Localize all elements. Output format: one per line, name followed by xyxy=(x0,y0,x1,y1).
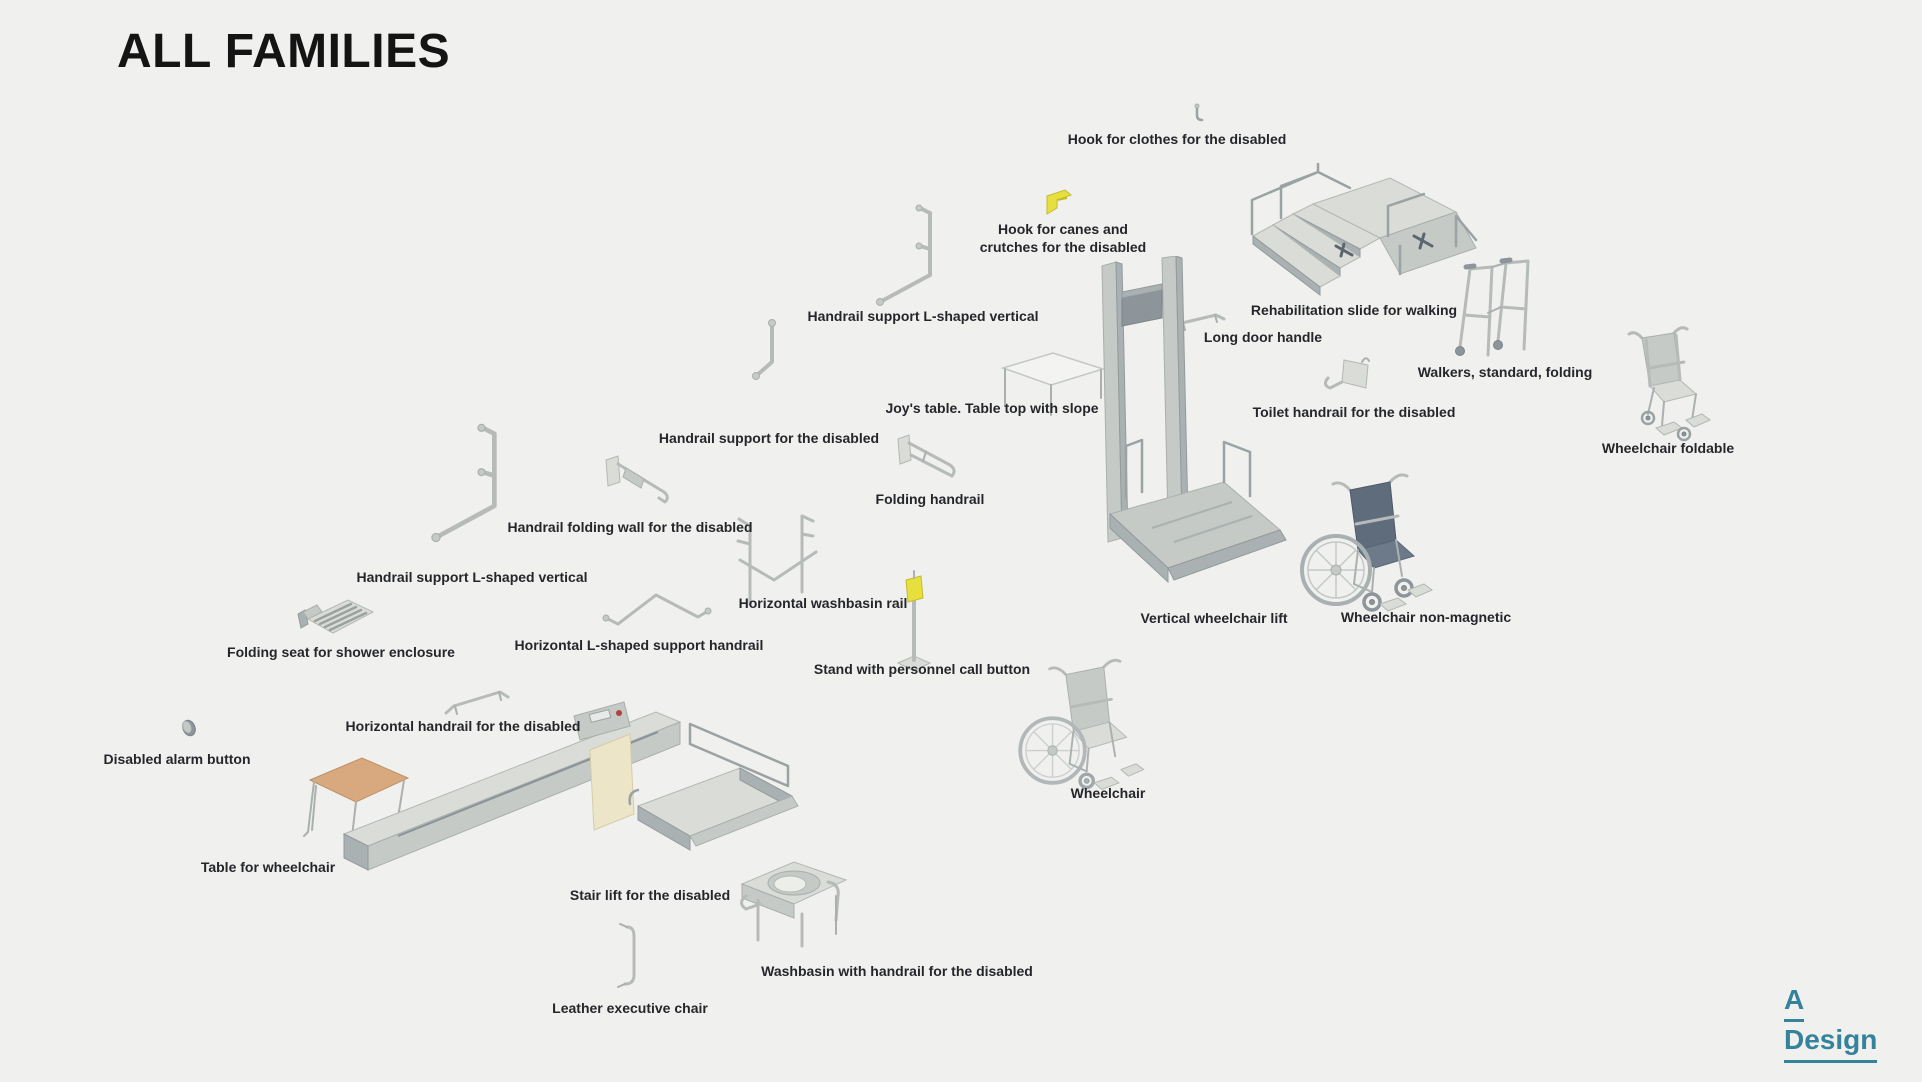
folding-seat-shower-render xyxy=(297,599,375,634)
hook-for-canes-render xyxy=(1046,189,1072,215)
leather-executive-chair-render xyxy=(617,923,636,988)
item-label-walkers: Walkers, standard, folding xyxy=(1417,364,1593,380)
item-label-handrail-l-upper: Handrail support L-shaped vertical xyxy=(807,308,1039,324)
handrail-folding-wall-render xyxy=(605,455,669,504)
item-label-hook-for-clothes: Hook for clothes for the disabled xyxy=(1067,131,1287,147)
item-label-stand-call-button: Stand with personnel call button xyxy=(813,661,1031,677)
item-label-folding-handrail: Folding handrail xyxy=(875,491,985,507)
handrail-support-disabled-render xyxy=(752,319,776,380)
horizontal-washbasin-rail-render xyxy=(736,514,818,606)
vertical-wheelchair-lift-render xyxy=(1101,256,1287,584)
item-label-table-for-wheelchair: Table for wheelchair xyxy=(200,859,336,875)
item-label-wheelchair-non-magnetic: Wheelchair non-magnetic xyxy=(1340,609,1512,625)
walkers-render xyxy=(1455,257,1530,357)
item-label-horizontal-l-shaped: Horizontal L-shaped support handrail xyxy=(514,637,764,653)
item-label-wheelchair-foldable: Wheelchair foldable xyxy=(1601,440,1735,456)
item-label-alarm-button: Disabled alarm button xyxy=(103,751,251,767)
item-label-handrail-support: Handrail support for the disabled xyxy=(658,430,880,446)
item-label-leather-chair: Leather executive chair xyxy=(552,1000,708,1016)
brand-logo-link[interactable]: A Design xyxy=(1784,982,1878,1063)
folding-handrail-render xyxy=(897,434,956,478)
handrail-l-shaped-vertical-lower-render xyxy=(431,423,497,543)
toilet-handrail-render xyxy=(1323,357,1370,390)
wheelchair-foldable-render xyxy=(1627,326,1711,442)
brand-logo-line1: A xyxy=(1784,982,1805,1023)
item-label-handrail-folding-wall: Handrail folding wall for the disabled xyxy=(507,519,753,535)
item-label-vertical-lift: Vertical wheelchair lift xyxy=(1140,610,1288,626)
handrail-l-shaped-vertical-upper-render xyxy=(876,204,932,306)
item-label-horizontal-handrail: Horizontal handrail for the disabled xyxy=(345,718,581,734)
wheelchair-non-magnetic-render xyxy=(1300,473,1433,612)
item-label-hook-for-canes: Hook for canes and crutches for the disa… xyxy=(979,221,1147,255)
item-label-rehabilitation-slide: Rehabilitation slide for walking xyxy=(1250,302,1458,318)
stair-lift-render xyxy=(342,701,799,871)
horizontal-handrail-render xyxy=(444,690,510,715)
table-for-wheelchair-render xyxy=(303,757,410,859)
item-label-joys-table: Joy's table. Table top with slope xyxy=(885,400,1099,416)
washbasin-with-handrail-render xyxy=(740,861,848,948)
item-label-toilet-handrail: Toilet handrail for the disabled xyxy=(1252,404,1456,420)
horizontal-l-shaped-handrail-render xyxy=(602,593,712,626)
rehabilitation-slide-render xyxy=(1250,162,1478,297)
stand-call-button-render xyxy=(896,570,932,672)
item-label-stair-lift: Stair lift for the disabled xyxy=(569,887,731,903)
item-label-washbasin-rail: Horizontal washbasin rail xyxy=(738,595,908,611)
hook-for-clothes-render xyxy=(1194,103,1204,122)
page-title: ALL FAMILIES xyxy=(117,25,451,78)
item-label-washbasin: Washbasin with handrail for the disabled xyxy=(761,963,1033,979)
wheelchair-render xyxy=(1018,658,1145,791)
item-label-long-door-handle: Long door handle xyxy=(1203,329,1323,345)
item-label-handrail-l-lower: Handrail support L-shaped vertical xyxy=(356,569,588,585)
joys-table-render xyxy=(1000,352,1106,416)
item-label-folding-seat: Folding seat for shower enclosure xyxy=(227,644,455,660)
disabled-alarm-button-render xyxy=(182,719,196,737)
brand-logo-line2: Design xyxy=(1784,1022,1878,1063)
item-label-wheelchair: Wheelchair xyxy=(1070,785,1146,801)
